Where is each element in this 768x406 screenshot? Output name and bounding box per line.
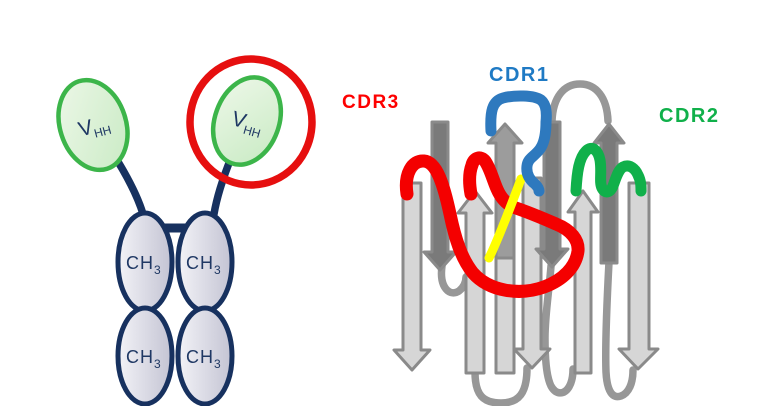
antibody-labels: VHH VHH CH3 CH3 CH3 CH3 [76,107,265,371]
vhh-domain-left [56,77,130,173]
ch3-domain-bottom-right [175,305,235,406]
vhh-domain-right [210,75,284,167]
vhh-right-label: VHH [228,107,265,141]
cdr3-loop [399,151,585,298]
beta-strand-1-down [392,181,432,372]
ch3-top-right-label: CH3 [186,253,222,277]
ch3-bottom-left-label: CH3 [126,347,162,371]
disulfide-bond [484,174,526,263]
beta-strand-4-lower [494,254,516,375]
ch3-domains [115,210,235,406]
cdr2-label: CDR2 [659,105,720,127]
beta-strand-9-down [617,181,660,371]
bottom-connector-2 [471,364,531,406]
vhh-left-label: VHH [76,111,113,144]
bottom-connector-1 [437,262,470,297]
cdr3-label: CDR3 [342,92,400,113]
bottom-connector-4 [601,258,637,401]
beta-strand-7-up [566,189,600,375]
ch3-domain-bottom-left [115,305,175,406]
beta-strand-5-down [512,176,552,370]
top-loop-connector [548,80,612,125]
ch3-bottom-right-label: CH3 [186,347,222,371]
cdr2-loop [570,142,647,198]
ch3-top-left-label: CH3 [126,253,162,277]
cdr1-label: CDR1 [489,64,550,86]
cdr1-loop [485,90,552,197]
bottom-connector-3 [541,262,577,397]
vhh-highlight-circle [186,55,316,189]
